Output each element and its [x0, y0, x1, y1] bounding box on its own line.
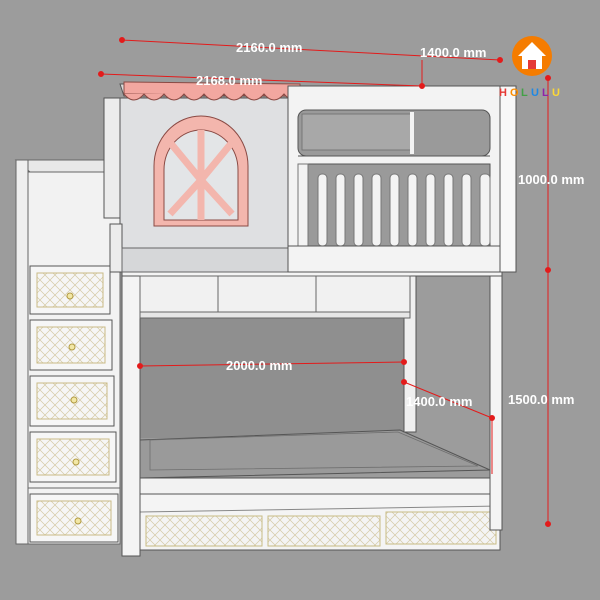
- trundle-drawers: [139, 493, 501, 551]
- dim-overall-width: 2160.0 mm: [236, 40, 303, 55]
- drawer-1: [29, 265, 111, 315]
- dimension-lines: [98, 37, 551, 527]
- drawer-4: [29, 431, 117, 483]
- logo-letter: U: [531, 87, 539, 99]
- logo-letter: L: [542, 87, 549, 99]
- upper-bunk: [103, 81, 517, 273]
- dim-upper-height: 1000.0 mm: [518, 172, 585, 187]
- logo-letter: H: [499, 87, 507, 99]
- logo-letter: L: [521, 87, 528, 99]
- drawer-2: [29, 319, 113, 371]
- dim-lower-length: 2000.0 mm: [226, 358, 293, 373]
- guard-rail: [287, 85, 517, 273]
- logo-letter: O: [510, 87, 519, 99]
- brand-logo: H O L U L U: [499, 36, 560, 99]
- mid-frame: [121, 271, 503, 319]
- dim-lower-depth: 1400.0 mm: [406, 394, 473, 409]
- arched-window: [153, 115, 249, 227]
- roof-scallop: [123, 81, 305, 101]
- drawer-5: [29, 493, 119, 543]
- dim-lower-height: 1500.0 mm: [508, 392, 575, 407]
- dim-top-depth: 1400.0 mm: [420, 45, 487, 60]
- drawer-3: [29, 375, 115, 427]
- dim-top-bunk-width: 2168.0 mm: [196, 73, 263, 88]
- house-icon: [518, 42, 546, 56]
- lower-bunk: [121, 267, 503, 557]
- logo-letter: U: [552, 87, 560, 99]
- logo-wordmark: H O L U L U: [499, 87, 560, 99]
- stair-drawer-unit: [14, 159, 122, 545]
